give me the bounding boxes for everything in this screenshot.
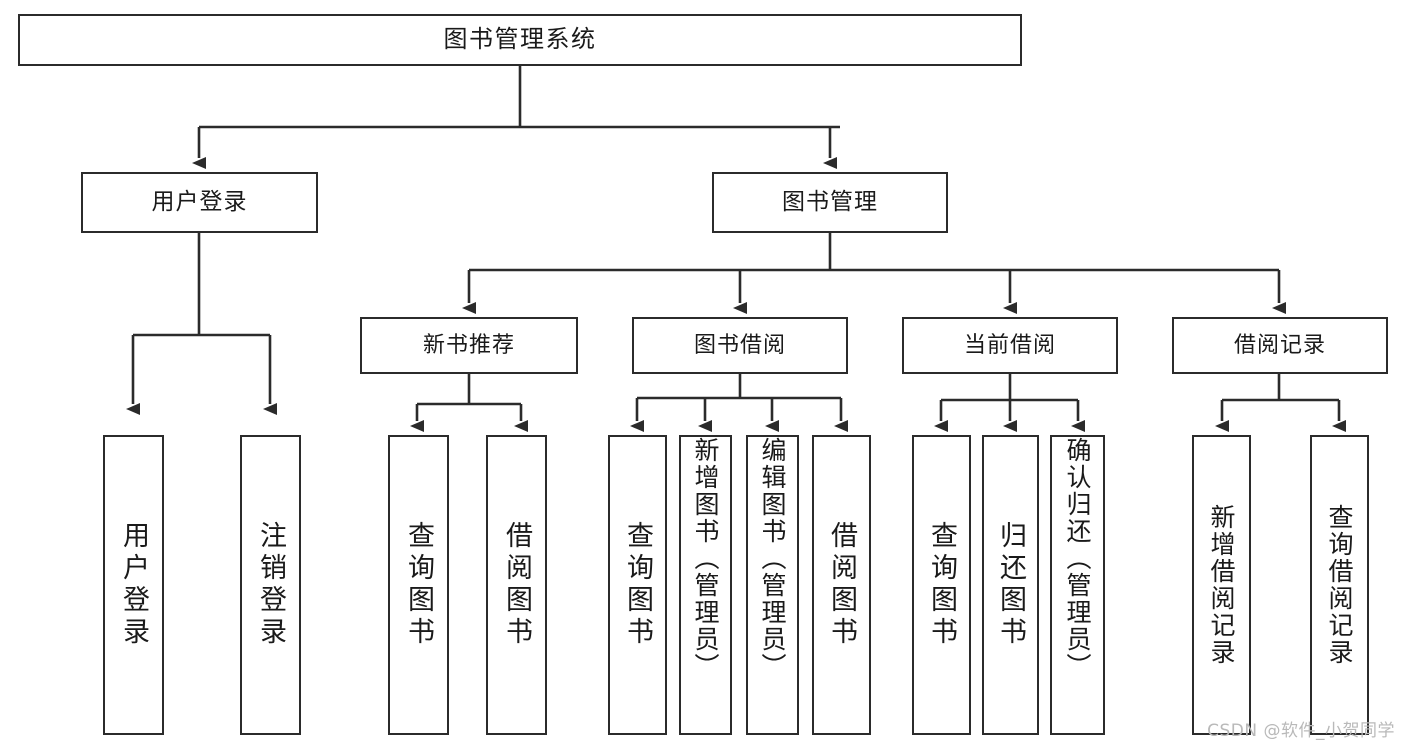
node-label: 借阅图书 [501, 521, 532, 649]
leaf-add-borrow-record[interactable]: 新增借阅记录 [1192, 435, 1251, 735]
node-user-login[interactable]: 用户登录 [81, 172, 318, 233]
node-book-management[interactable]: 图书管理 [712, 172, 948, 233]
node-label: 借阅图书 [826, 521, 857, 649]
node-label: 用户登录 [118, 521, 149, 649]
leaf-query-book-current[interactable]: 查询图书 [912, 435, 971, 735]
node-book-borrow[interactable]: 图书借阅 [632, 317, 848, 374]
leaf-logout-login[interactable]: 注销登录 [240, 435, 301, 735]
node-label: 用户登录 [151, 189, 248, 216]
node-label: 编辑图书（管理员） [758, 437, 787, 680]
leaf-query-borrow-record[interactable]: 查询借阅记录 [1310, 435, 1369, 735]
node-borrow-record[interactable]: 借阅记录 [1172, 317, 1388, 374]
node-label: 图书借阅 [693, 332, 786, 358]
leaf-add-book-admin[interactable]: 新增图书（管理员） [679, 435, 732, 735]
leaf-borrow-book-recommend[interactable]: 借阅图书 [486, 435, 547, 735]
csdn-watermark: CSDN @软件_小贺同学 [1207, 721, 1395, 741]
node-label: 注销登录 [255, 521, 286, 649]
leaf-user-login[interactable]: 用户登录 [103, 435, 164, 735]
node-label: 图书管理系统 [443, 25, 597, 54]
node-label: 查询图书 [926, 521, 957, 649]
node-label: 确认归还（管理员） [1063, 437, 1092, 680]
node-label: 新增图书（管理员） [691, 437, 720, 680]
leaf-edit-book-admin[interactable]: 编辑图书（管理员） [746, 435, 799, 735]
node-new-book-recommend[interactable]: 新书推荐 [360, 317, 578, 374]
leaf-confirm-return-admin[interactable]: 确认归还（管理员） [1050, 435, 1105, 735]
leaf-borrow-book[interactable]: 借阅图书 [812, 435, 871, 735]
node-label: 归还图书 [995, 521, 1026, 649]
node-label: 新增借阅记录 [1207, 504, 1236, 666]
leaf-query-book-recommend[interactable]: 查询图书 [388, 435, 449, 735]
leaf-query-book-borrow[interactable]: 查询图书 [608, 435, 667, 735]
node-label: 当前借阅 [963, 332, 1056, 358]
node-label: 图书管理 [782, 189, 878, 216]
node-current-borrow[interactable]: 当前借阅 [902, 317, 1118, 374]
node-label: 查询图书 [403, 521, 434, 649]
node-label: 新书推荐 [422, 332, 515, 358]
node-label: 借阅记录 [1233, 332, 1326, 358]
node-label: 查询图书 [622, 521, 653, 649]
node-root-system[interactable]: 图书管理系统 [18, 14, 1022, 66]
leaf-return-book[interactable]: 归还图书 [982, 435, 1039, 735]
node-label: 查询借阅记录 [1325, 504, 1354, 666]
